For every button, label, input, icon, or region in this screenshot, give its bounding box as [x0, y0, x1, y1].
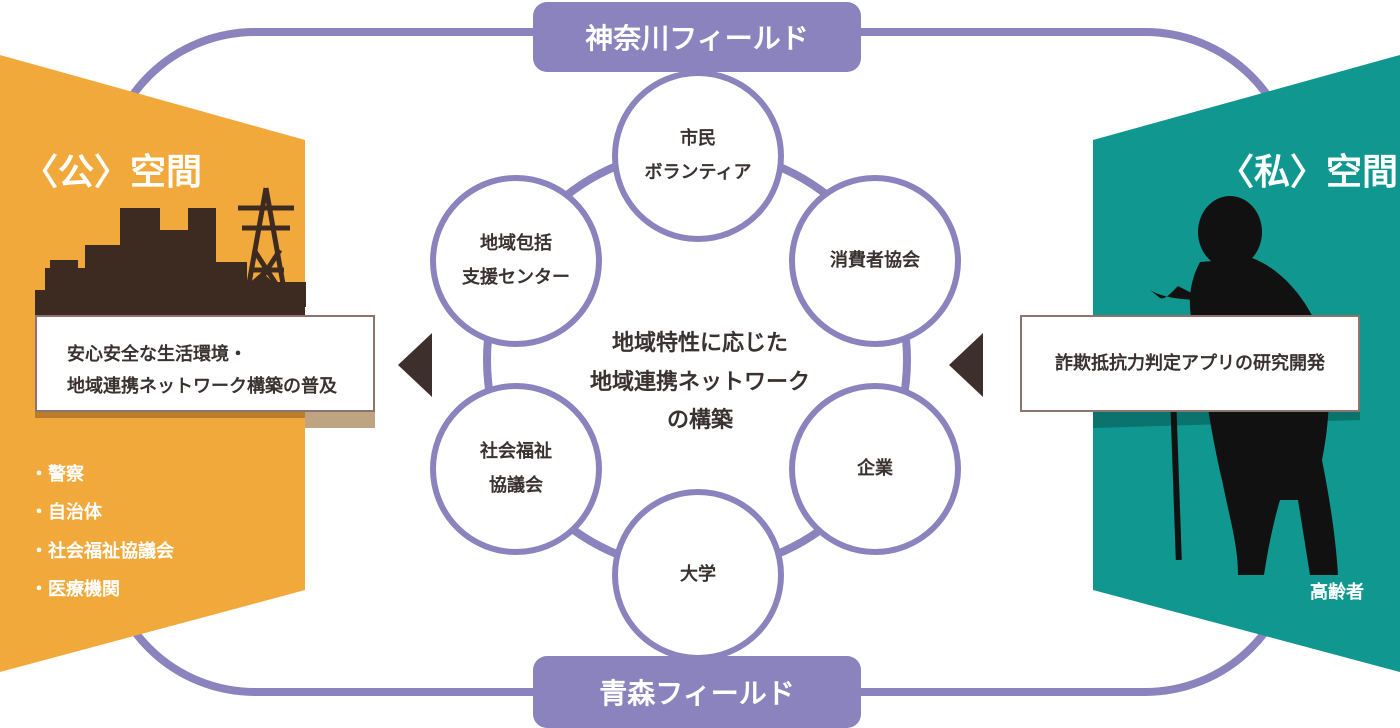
public-box-shadow — [35, 412, 375, 428]
right-arrow-icon — [949, 333, 983, 397]
list-item-medical: ・医療機関 — [30, 579, 120, 600]
field-label-aomori: 青森フィールド — [533, 656, 861, 728]
node-consumer-association: 消費者協会 — [789, 175, 961, 347]
list-item-welfare-council: ・社会福祉協議会 — [30, 541, 174, 562]
field-label-kanagawa: 神奈川フィールド — [533, 2, 861, 72]
public-space-box: 安心安全な生活環境・ 地域連携ネットワーク構築の普及 — [35, 315, 375, 412]
private-space-title: 〈私〉空間 — [1218, 152, 1399, 193]
private-space-box: 詐欺抵抗力判定アプリの研究開発 — [1020, 315, 1360, 412]
elderly-caption: 高齢者 — [1310, 582, 1364, 603]
public-space-title: 〈公〉空間 — [22, 152, 203, 193]
node-citizen-volunteer: 市民 ボランティア — [612, 70, 784, 242]
node-university: 大学 — [612, 489, 784, 661]
list-item-police: ・警察 — [30, 464, 84, 485]
transmission-tower-icon — [238, 187, 294, 313]
node-company: 企業 — [789, 383, 961, 555]
left-arrow-icon — [398, 333, 432, 397]
list-item-municipality: ・自治体 — [30, 502, 102, 523]
center-goal-text: 地域特性に応じた 地域連携ネットワーク の構築 — [589, 331, 810, 433]
node-social-welfare-council: 社会福祉 協議会 — [430, 383, 602, 555]
node-regional-support-center: 地域包括 支援センター — [430, 175, 602, 347]
